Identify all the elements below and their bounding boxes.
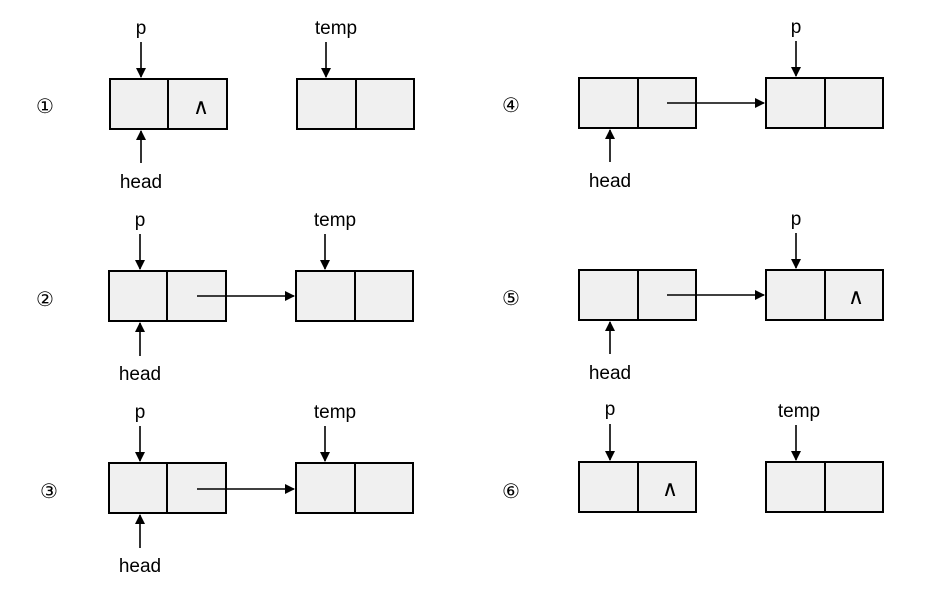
node-next-cell [167, 78, 228, 130]
step-1: ① p ∧ head temp [36, 18, 415, 193]
node-temp [295, 462, 414, 514]
p-label: p [791, 209, 802, 230]
head-label: head [589, 171, 631, 192]
p-label: p [136, 18, 147, 39]
node-next-cell [166, 462, 227, 514]
node-next-cell [637, 461, 697, 513]
step-5: ⑤ ∧ p head [502, 209, 884, 384]
node-data-cell [295, 270, 356, 322]
p-label: p [605, 399, 616, 420]
head-label: head [119, 364, 161, 385]
step-3: ③ p head temp [40, 402, 414, 577]
p-label: p [791, 17, 802, 38]
p-label: p [135, 210, 146, 231]
node-next-cell [824, 461, 884, 513]
step-number: ① [36, 94, 54, 118]
node-temp [765, 77, 884, 129]
node-data-cell [108, 270, 168, 322]
node-data-cell [578, 461, 639, 513]
node-data-cell [109, 78, 169, 130]
p-label: p [135, 402, 146, 423]
node-data-cell [578, 77, 639, 129]
head-label: head [119, 556, 161, 577]
temp-label: temp [314, 402, 356, 423]
head-label: head [120, 172, 162, 193]
node-next-cell [354, 462, 414, 514]
temp-label: temp [315, 18, 357, 39]
step-number: ⑤ [502, 286, 520, 310]
node-temp: ∧ [765, 269, 884, 321]
temp-label: temp [778, 401, 820, 422]
node-next-cell [824, 77, 884, 129]
node-head: ∧ [109, 78, 228, 130]
node-next-cell [824, 269, 884, 321]
node-temp [765, 461, 884, 513]
node-head [578, 269, 697, 321]
node-data-cell [108, 462, 168, 514]
null-marker: ∧ [193, 95, 209, 120]
node-next-cell [355, 78, 415, 130]
temp-label: temp [314, 210, 356, 231]
node-head [108, 462, 227, 514]
step-2: ② p head temp [36, 210, 414, 385]
head-label: head [589, 363, 631, 384]
node-head [578, 77, 697, 129]
node-temp [295, 270, 414, 322]
node-data-cell [296, 78, 357, 130]
node-data-cell [765, 77, 826, 129]
node-next-cell [354, 270, 414, 322]
node-data-cell [578, 269, 639, 321]
null-marker: ∧ [848, 285, 864, 310]
step-4: ④ p head [502, 17, 884, 192]
step-number: ② [36, 287, 54, 311]
node-head [108, 270, 227, 322]
null-marker: ∧ [662, 477, 678, 502]
node-data-cell [295, 462, 356, 514]
step-6: ⑥ p ∧ temp [502, 399, 884, 513]
node-p: ∧ [578, 461, 697, 513]
step-number: ⑥ [502, 479, 520, 503]
node-data-cell [765, 269, 826, 321]
step-number: ③ [40, 479, 58, 503]
node-data-cell [765, 461, 826, 513]
step-number: ④ [502, 93, 520, 117]
node-temp [296, 78, 415, 130]
